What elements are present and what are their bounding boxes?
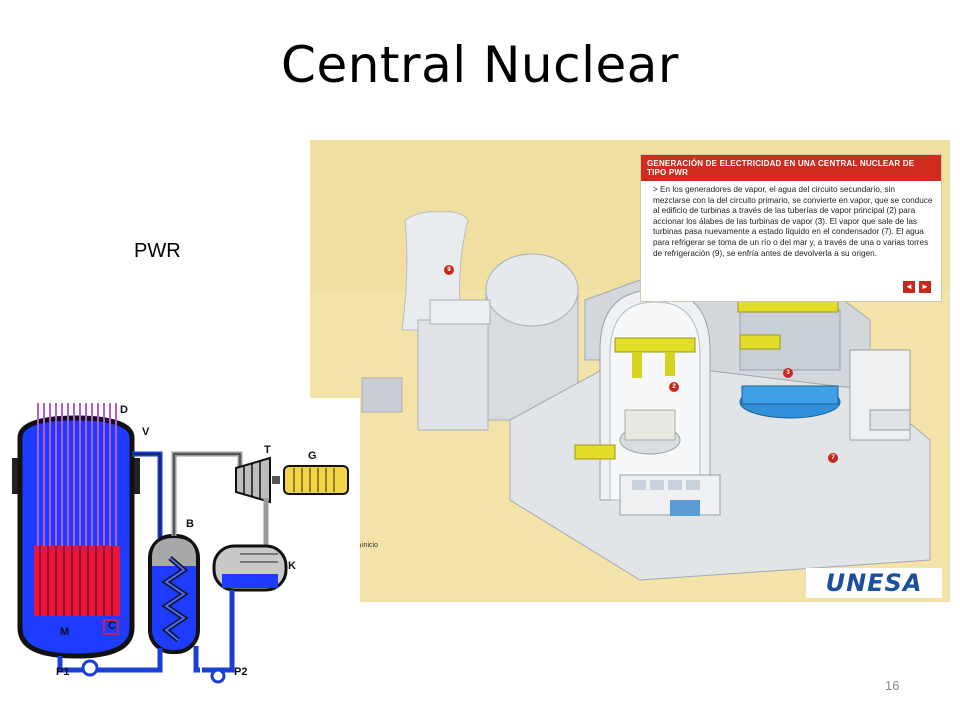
next-arrow-button[interactable]: ► [919, 281, 931, 293]
slide-title: Central Nuclear [281, 36, 679, 94]
label-v: V [142, 426, 150, 438]
unesa-logo: UNESA [806, 568, 942, 598]
page-number: 16 [885, 678, 900, 693]
label-p1: P1 [56, 666, 70, 678]
prev-arrow-button[interactable]: ◄ [903, 281, 915, 293]
label-b: B [186, 518, 194, 530]
label-p2: P2 [234, 666, 248, 678]
info-text: > En los generadores de vapor, el agua d… [653, 185, 933, 258]
pwr-schematic: D V T G B K M C P1 P2 [0, 398, 360, 698]
info-panel: GENERACIÓN DE ELECTRICIDAD EN UNA CENTRA… [640, 154, 942, 302]
schematic-drawing [0, 398, 360, 698]
reactor-type-label: PWR [134, 240, 181, 262]
label-g: G [308, 450, 317, 462]
plant-illustration: 9 2 3 7 GENERACIÓN DE ELECTRICIDAD EN UN… [310, 140, 950, 602]
badge-9: 9 [444, 265, 454, 275]
label-m: M [60, 626, 70, 638]
label-d: D [120, 404, 128, 416]
badge-3: 3 [783, 368, 793, 378]
info-title: GENERACIÓN DE ELECTRICIDAD EN UNA CENTRA… [641, 155, 941, 181]
label-k: K [288, 560, 296, 572]
inicio-link[interactable]: inicio [362, 542, 378, 549]
badge-7: 7 [828, 453, 838, 463]
label-c: C [108, 620, 116, 632]
badge-2: 2 [669, 382, 679, 392]
label-t: T [264, 444, 271, 456]
